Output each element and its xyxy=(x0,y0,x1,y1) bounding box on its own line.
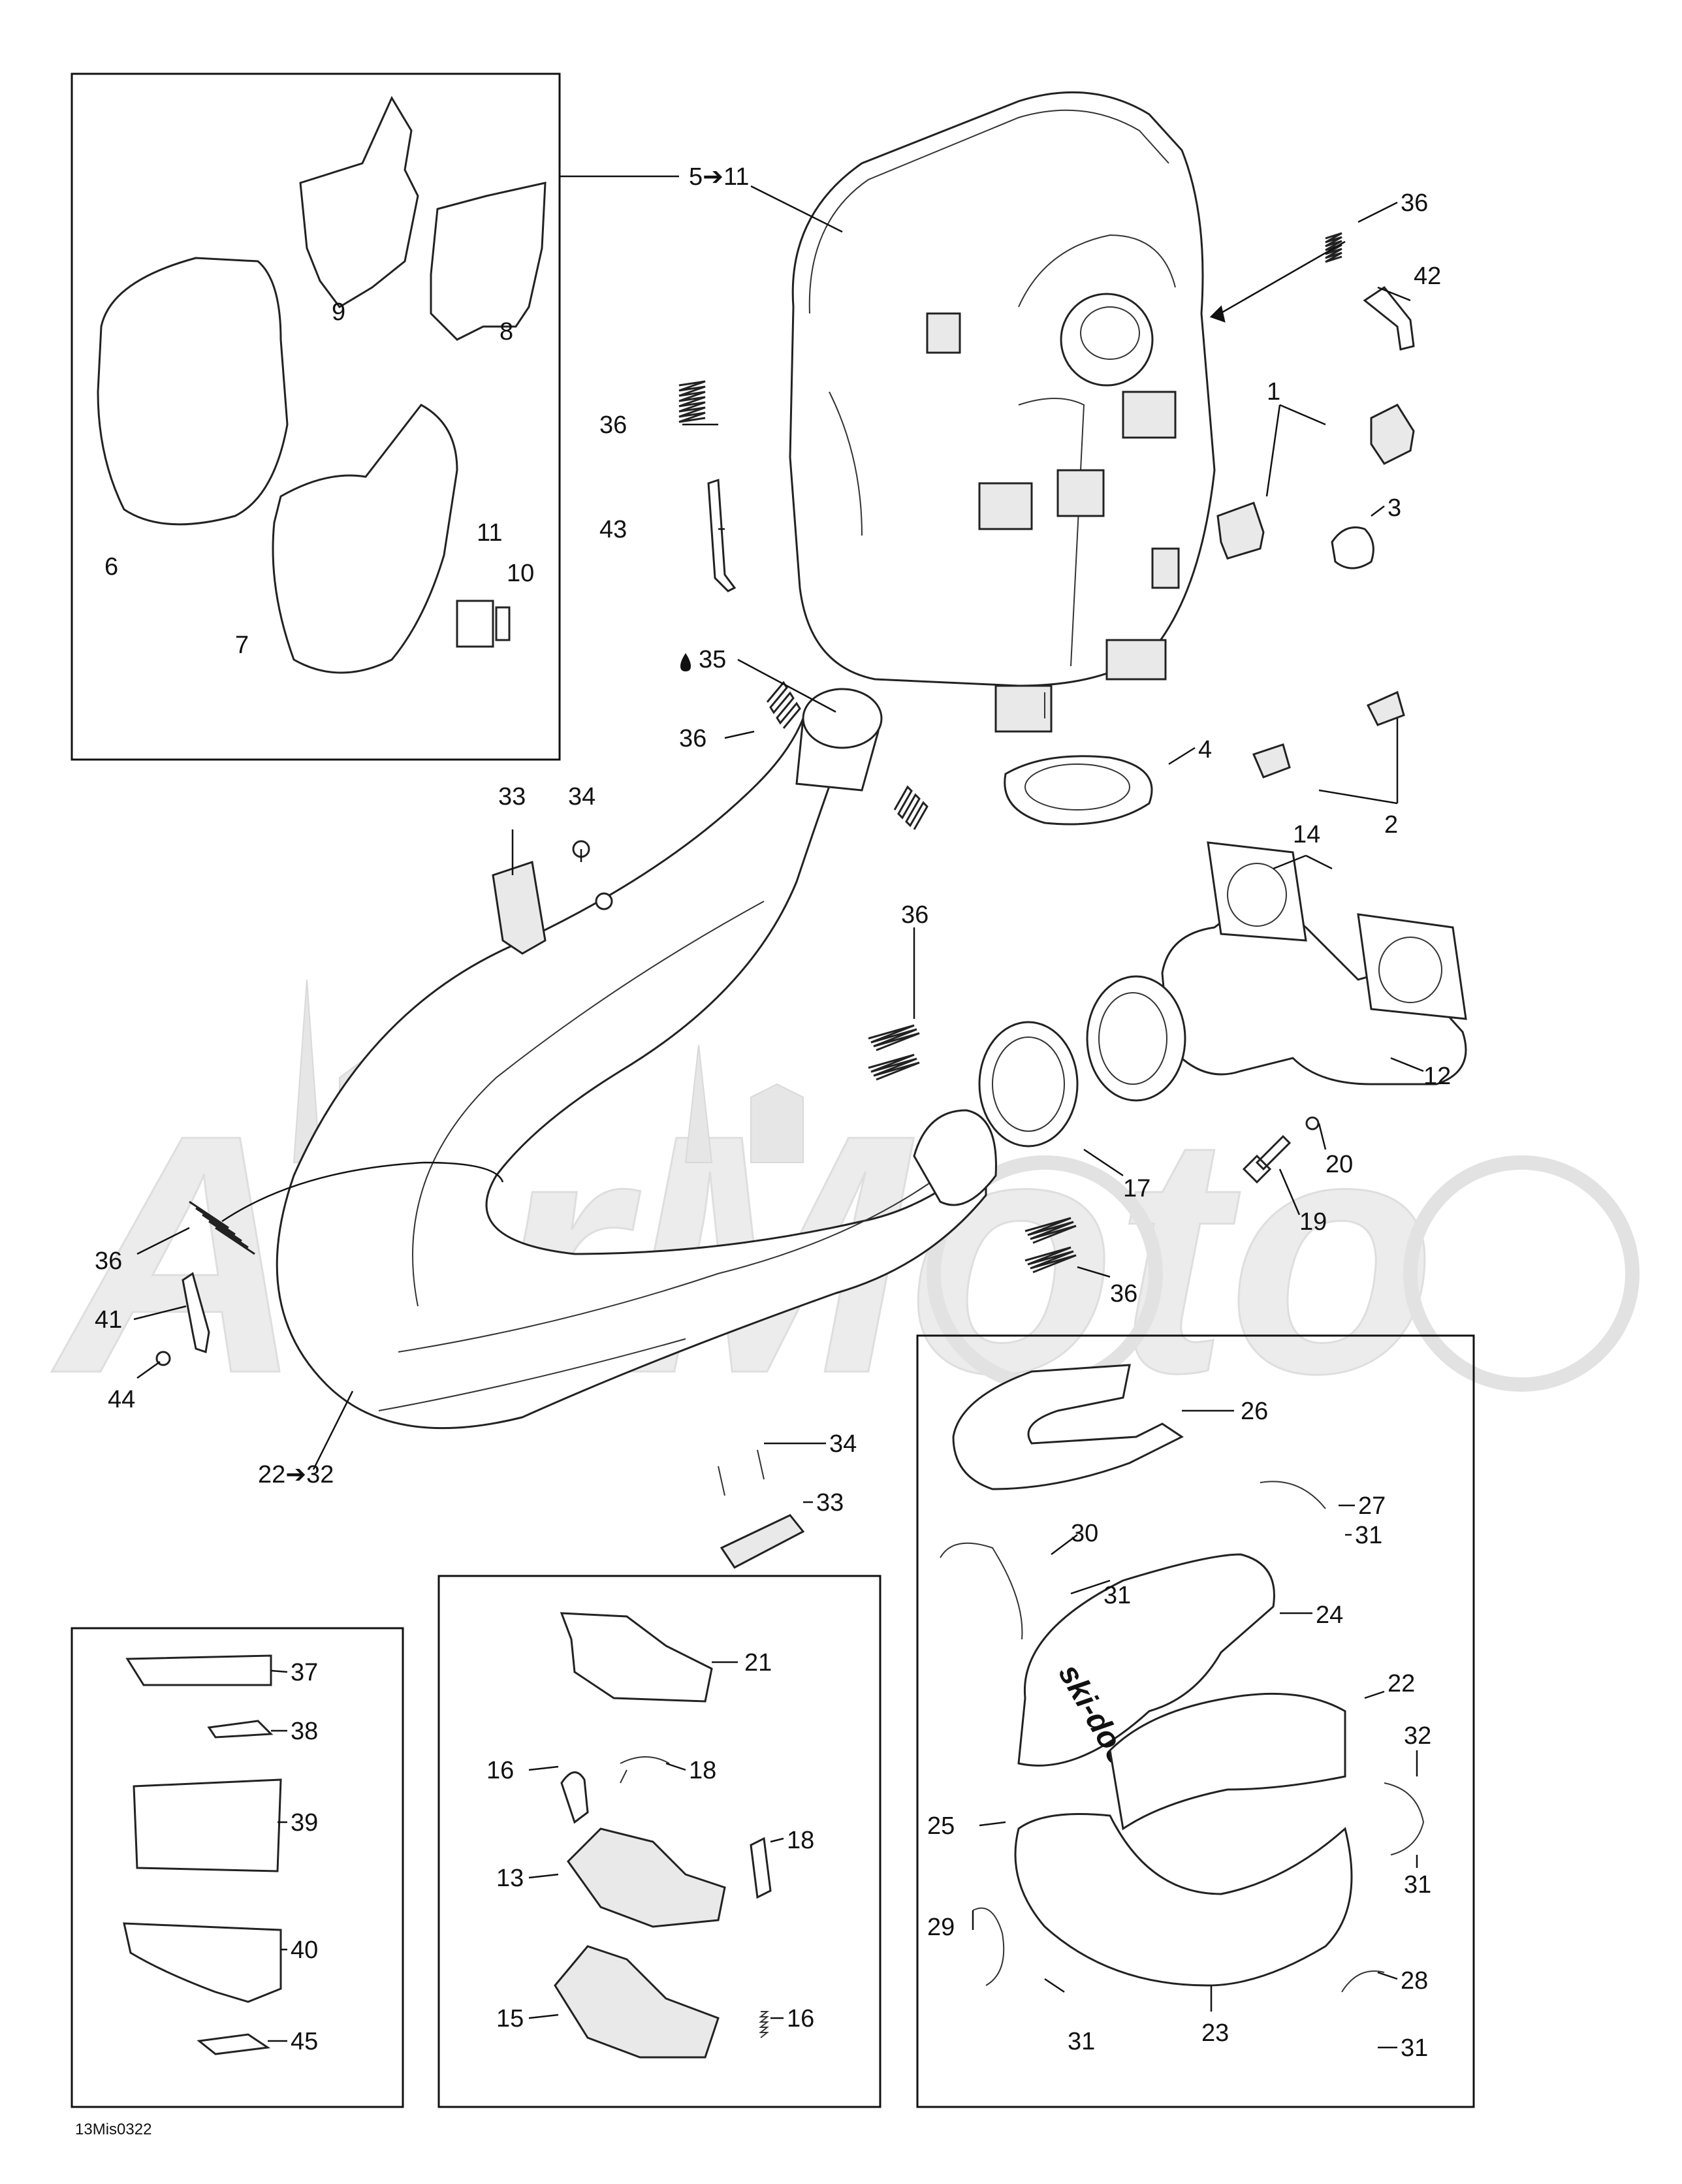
callout-36: 36 xyxy=(1110,1280,1137,1308)
callout-1: 1 xyxy=(1267,378,1280,406)
callout-30: 30 xyxy=(1071,1520,1098,1547)
washer-20 xyxy=(1305,1116,1320,1131)
callout-31: 31 xyxy=(1401,2034,1428,2062)
muffler-shields-parts xyxy=(97,95,547,674)
callout-34: 34 xyxy=(829,1430,857,1458)
bracket-42 xyxy=(1363,285,1415,351)
callout-26: 26 xyxy=(1241,1398,1268,1425)
callout-6: 6 xyxy=(104,553,118,581)
tuned-pipe-kit: ski-doo xyxy=(940,1364,1425,1993)
callout-43: 43 xyxy=(599,516,627,543)
leader-lines xyxy=(133,175,1424,2049)
callout-31: 31 xyxy=(1103,1582,1131,1609)
callout-17: 17 xyxy=(1123,1175,1150,1202)
inset-box-muffler-shields xyxy=(71,72,561,761)
callout-2: 2 xyxy=(1384,811,1398,839)
callout-20: 20 xyxy=(1325,1151,1353,1178)
callout-24: 24 xyxy=(1316,1601,1343,1629)
callout-38: 38 xyxy=(291,1718,318,1745)
callout-35: 35 xyxy=(699,646,726,673)
callout-31: 31 xyxy=(1355,1522,1382,1549)
callout-7: 7 xyxy=(235,632,249,659)
figure-code: 13Mis0322 xyxy=(75,2121,151,2138)
callout-19: 19 xyxy=(1299,1208,1327,1236)
screw-34-lower xyxy=(718,1449,765,1496)
callout-25: 25 xyxy=(927,1812,955,1840)
callout-4: 4 xyxy=(1198,736,1212,763)
clip-2b xyxy=(1252,743,1291,779)
heat-shields xyxy=(123,1654,282,2055)
callout-18: 18 xyxy=(689,1757,716,1784)
callout-15: 15 xyxy=(496,2005,524,2032)
exhaust-manifold xyxy=(1086,841,1467,1102)
callout-18: 18 xyxy=(787,1827,814,1854)
callout-22-32: 22➔32 xyxy=(258,1461,334,1488)
callout-42: 42 xyxy=(1414,263,1441,290)
inset-box-tuned-pipe-kit xyxy=(916,1334,1475,2108)
callout-36: 36 xyxy=(599,411,627,439)
bolt-19 xyxy=(1242,1134,1292,1184)
callout-23: 23 xyxy=(1201,2019,1229,2047)
callout-36: 36 xyxy=(901,901,928,929)
callout-22: 22 xyxy=(1388,1670,1415,1697)
callout-31: 31 xyxy=(1068,2028,1095,2055)
bracket-33-lower xyxy=(720,1514,805,1569)
callout-33: 33 xyxy=(816,1489,844,1517)
clip-1a xyxy=(1370,404,1415,465)
callout-14: 14 xyxy=(1293,821,1320,848)
callout-34: 34 xyxy=(568,783,595,811)
callout-8: 8 xyxy=(500,318,513,345)
grommet-4 xyxy=(1004,755,1153,826)
callout-16: 16 xyxy=(486,1757,514,1784)
callout-36: 36 xyxy=(1401,189,1428,217)
callout-5-11: 5➔11 xyxy=(689,163,749,191)
callout-labels: 5➔11 36 42 9 8 1 36 3 43 11 10 6 7 35 36… xyxy=(75,163,1451,2138)
callout-21: 21 xyxy=(744,1649,772,1677)
callout-16: 16 xyxy=(787,2005,814,2032)
drop-icon xyxy=(680,653,691,671)
callout-10: 10 xyxy=(507,560,534,587)
ski-doo-guard-24 xyxy=(1017,1553,1275,1767)
callout-9: 9 xyxy=(332,298,345,326)
bracket-43 xyxy=(707,478,737,592)
callout-12: 12 xyxy=(1423,1063,1451,1090)
muffler xyxy=(789,91,1216,733)
callout-13: 13 xyxy=(496,1865,524,1892)
inset-box-guards xyxy=(437,1575,881,2108)
clip-1b xyxy=(1216,502,1265,560)
tuned-pipe xyxy=(276,688,997,1430)
sealing-ring-17 xyxy=(978,1021,1079,1148)
callout-36: 36 xyxy=(679,725,706,752)
inset-box-heat-shields xyxy=(71,1627,404,2108)
bracket-33-upper xyxy=(492,861,547,955)
guards xyxy=(554,1612,772,2059)
callout-27: 27 xyxy=(1358,1492,1386,1520)
callout-44: 44 xyxy=(108,1386,135,1413)
grommet-3 xyxy=(1331,526,1374,570)
clip-2a xyxy=(1366,690,1405,726)
callout-11: 11 xyxy=(477,519,502,547)
callout-39: 39 xyxy=(291,1809,318,1837)
callout-28: 28 xyxy=(1401,1967,1428,1995)
spring-36 xyxy=(189,232,1342,1274)
bracket-41 xyxy=(182,1272,210,1353)
callout-40: 40 xyxy=(291,1936,318,1964)
callout-33: 33 xyxy=(498,783,526,811)
callout-36: 36 xyxy=(95,1247,122,1275)
watermark-wheel xyxy=(1403,1155,1640,1392)
callout-31: 31 xyxy=(1404,1871,1431,1899)
callout-41: 41 xyxy=(95,1306,122,1334)
callout-37: 37 xyxy=(291,1659,318,1686)
callout-45: 45 xyxy=(291,2028,318,2055)
callout-3: 3 xyxy=(1388,494,1401,522)
callout-32: 32 xyxy=(1404,1722,1431,1750)
callout-29: 29 xyxy=(927,1914,955,1941)
